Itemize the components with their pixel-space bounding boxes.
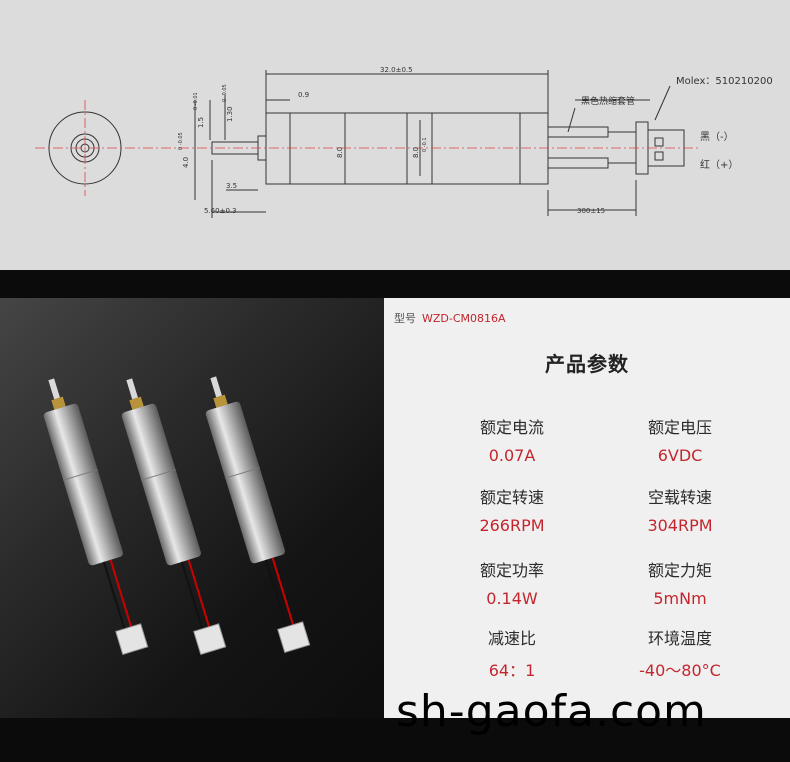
sleeve-label: 黑色热缩套管 xyxy=(581,95,635,107)
motor-image-1 xyxy=(43,378,149,656)
spec-value: 6VDC xyxy=(657,446,703,465)
dim-flat: 1.30 xyxy=(226,106,234,122)
dim-boss-len: 3.5 xyxy=(226,182,237,190)
connector-label: Molex：510210200 xyxy=(676,76,773,87)
model-label: 型号 xyxy=(394,312,416,325)
spec-value: 0.07A xyxy=(488,446,536,465)
dim-shaft-len: 5.60±0.3 xyxy=(204,207,237,215)
spec-label: 额定电压 xyxy=(647,418,712,437)
spec-label: 额定转速 xyxy=(479,488,544,507)
dim-flat-tol: 0 -0.05 xyxy=(222,84,228,102)
spec-label: 空载转速 xyxy=(647,488,712,507)
spec-label: 额定电流 xyxy=(479,418,544,437)
footer-band xyxy=(0,718,790,762)
red-wire-sleeve xyxy=(547,157,609,169)
motor-photo-svg xyxy=(43,376,311,656)
dim-step: 0.9 xyxy=(298,91,309,99)
spec-value: 5mNm xyxy=(653,589,707,608)
model-line: 型号 WZD-CM0816A xyxy=(394,310,506,326)
spec-panel: 型号 WZD-CM0816A 产品参数 额定电流 0.07A 额定电压 6VDC… xyxy=(384,298,790,718)
motor-drawing-svg: 32.0±0.5 0.9 5.60±0.3 3.5 300±15 1.5 0 -… xyxy=(35,66,773,218)
dim-lead: 300±15 xyxy=(577,207,605,215)
product-photo xyxy=(0,298,384,718)
technical-drawing: 32.0±0.5 0.9 5.60±0.3 3.5 300±15 1.5 0 -… xyxy=(0,0,790,270)
motor-image-3 xyxy=(205,376,311,654)
spec-title: 产品参数 xyxy=(545,352,629,376)
dim-body-dia: 8.0 xyxy=(336,147,344,158)
spec-value: 304RPM xyxy=(647,516,713,535)
spec-rated-torque: 额定力矩 5mNm xyxy=(600,557,760,608)
spec-rated-voltage: 额定电压 6VDC xyxy=(600,414,760,465)
spec-label: 减速比 xyxy=(487,629,536,648)
model-value: WZD-CM0816A xyxy=(422,312,506,325)
divider-band xyxy=(0,270,790,298)
spec-rated-speed: 额定转速 266RPM xyxy=(432,484,592,535)
dim-total: 32.0±0.5 xyxy=(380,66,413,74)
spec-reduction-ratio: 减速比 64：1 xyxy=(432,625,592,681)
dim-body-dia2: 8.0 xyxy=(412,147,420,158)
black-wire-sleeve xyxy=(547,126,609,138)
dim-boss-dia: 4.0 xyxy=(182,157,190,168)
spec-no-load-speed: 空载转速 304RPM xyxy=(600,484,760,535)
spec-value: 266RPM xyxy=(479,516,545,535)
spec-ambient-temp: 环境温度 -40～80°C xyxy=(600,625,760,681)
red-wire-label: 红（+） xyxy=(700,158,738,171)
spec-value: 64：1 xyxy=(488,661,536,680)
spec-rated-power: 额定功率 0.14W xyxy=(432,557,592,608)
spec-label: 额定功率 xyxy=(479,561,544,580)
spec-rated-current: 额定电流 0.07A xyxy=(432,414,592,465)
dim-shaft-tol: 0 -0.01 xyxy=(193,92,199,110)
dim-body-tol: 0 -0.1 xyxy=(422,137,428,152)
spec-label: 额定力矩 xyxy=(647,561,712,580)
spec-value: -40～80°C xyxy=(639,661,721,680)
watermark: sh-gaofa.com xyxy=(396,686,707,737)
spec-value: 0.14W xyxy=(486,589,538,608)
spec-label: 环境温度 xyxy=(647,629,712,648)
dim-shaft-dia: 1.5 xyxy=(197,117,205,128)
black-wire-label: 黑（-） xyxy=(700,131,734,143)
motor-image-2 xyxy=(121,378,227,656)
dim-boss-tol: 0 -0.05 xyxy=(178,132,184,150)
